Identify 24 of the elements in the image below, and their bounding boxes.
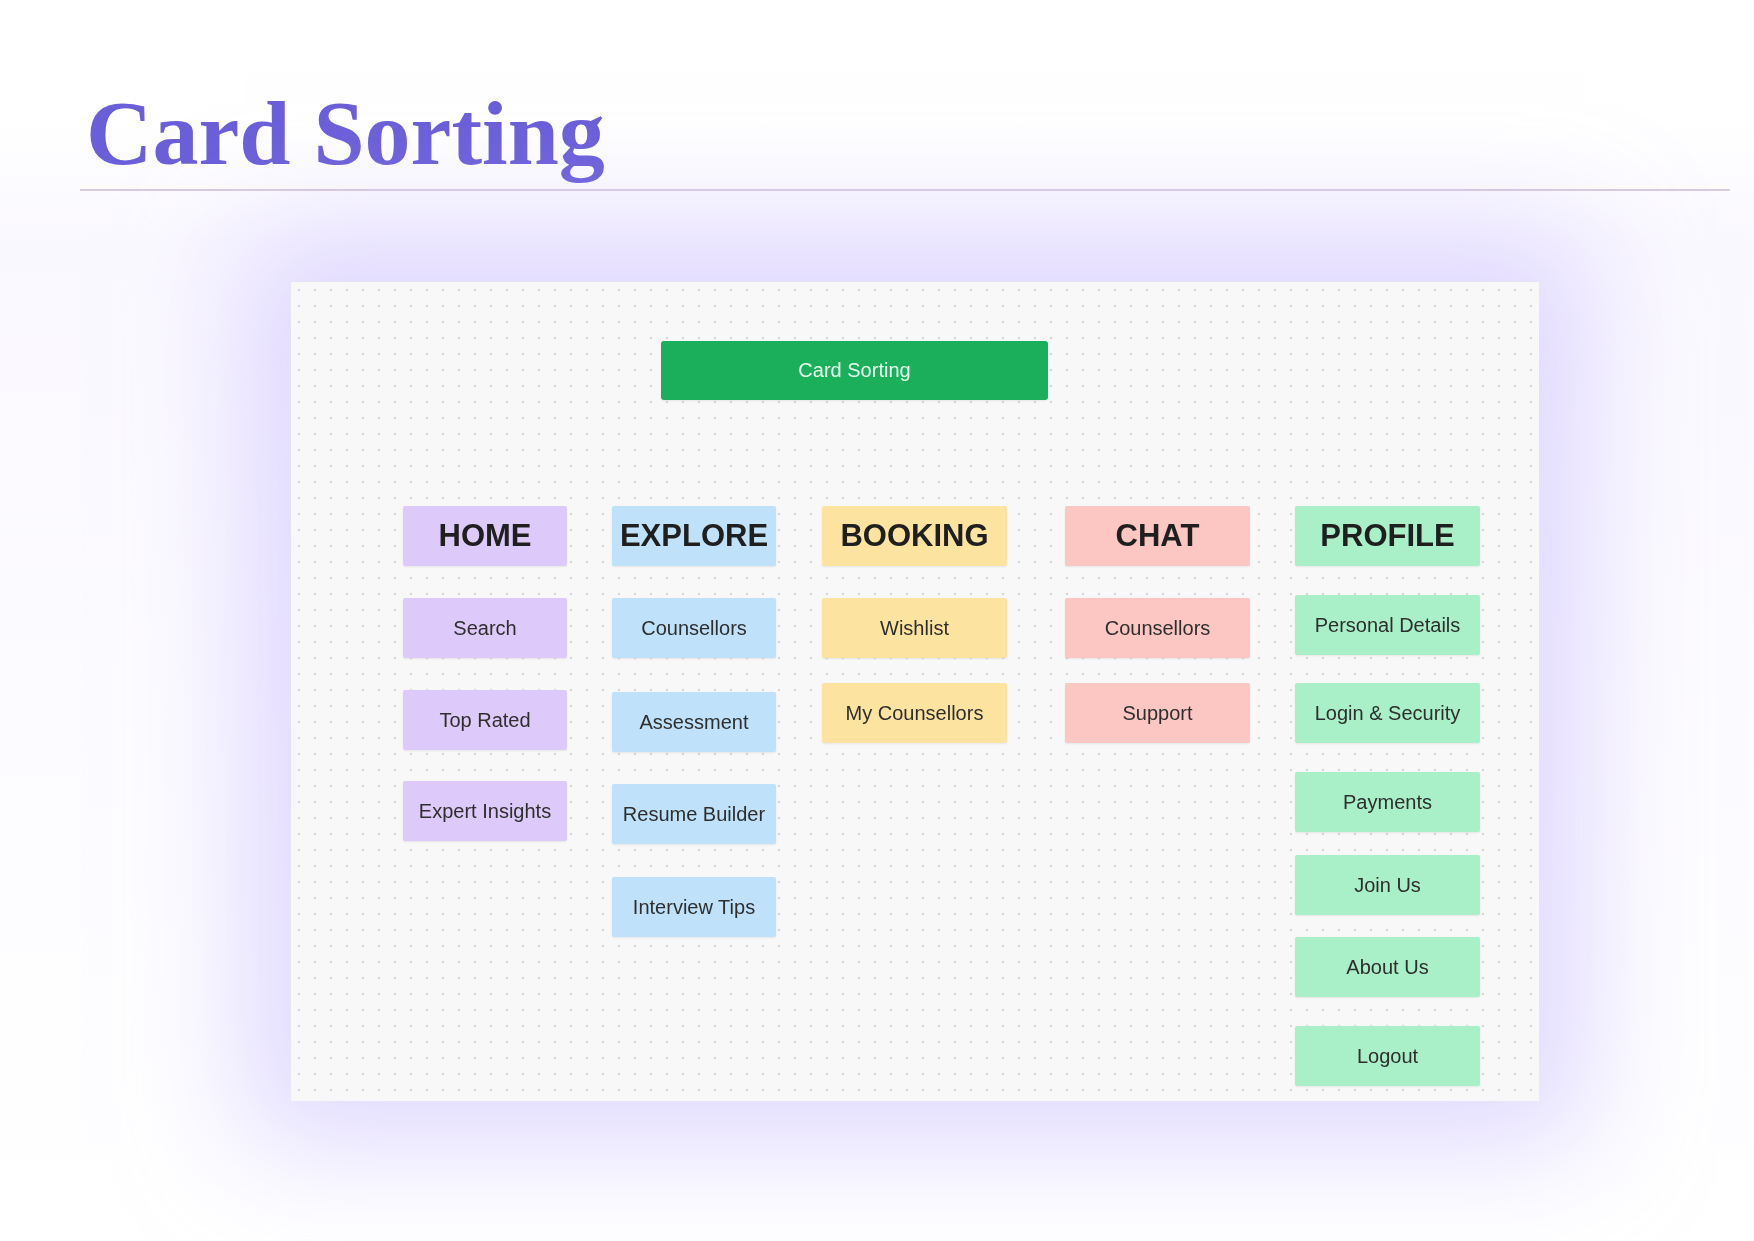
page-title: Card Sorting bbox=[86, 81, 605, 186]
category-header: BOOKING bbox=[822, 506, 1007, 566]
category-header: PROFILE bbox=[1295, 506, 1480, 566]
sticky-note: Login & Security bbox=[1295, 683, 1480, 743]
sticky-note: Expert Insights bbox=[403, 781, 567, 841]
sticky-note: Support bbox=[1065, 683, 1250, 743]
sticky-note: Search bbox=[403, 598, 567, 658]
sticky-note: Join Us bbox=[1295, 855, 1480, 915]
sticky-note: My Counsellors bbox=[822, 683, 1007, 743]
sticky-note: Assessment bbox=[612, 692, 776, 752]
sticky-note: Payments bbox=[1295, 772, 1480, 832]
sticky-note: Top Rated bbox=[403, 690, 567, 750]
sticky-note: Logout bbox=[1295, 1026, 1480, 1086]
category-header: CHAT bbox=[1065, 506, 1250, 566]
category-header: EXPLORE bbox=[612, 506, 776, 566]
category-header: HOME bbox=[403, 506, 567, 566]
sticky-note: Personal Details bbox=[1295, 595, 1480, 655]
sticky-note: Interview Tips bbox=[612, 877, 776, 937]
sticky-note: Resume Builder bbox=[612, 784, 776, 844]
sticky-note: Wishlist bbox=[822, 598, 1007, 658]
sticky-note: About Us bbox=[1295, 937, 1480, 997]
title-banner: Card Sorting bbox=[661, 341, 1048, 400]
sticky-note: Counsellors bbox=[1065, 598, 1250, 658]
sticky-note: Counsellors bbox=[612, 598, 776, 658]
